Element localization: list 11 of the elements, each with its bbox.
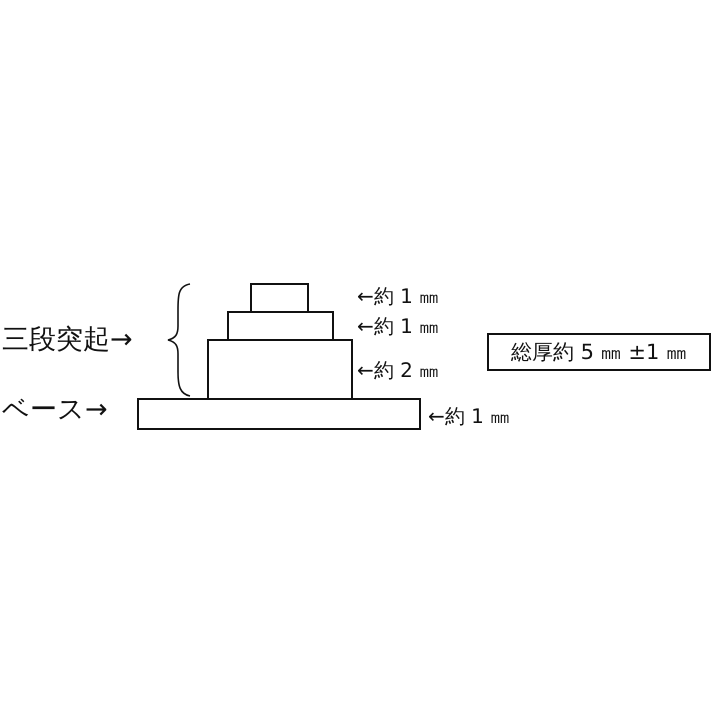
total-thickness-box: 総厚約 5 ㎜ ±1 ㎜ [487, 333, 711, 371]
lower-step-box [207, 339, 353, 400]
part-label: 三段突起→ [2, 326, 133, 353]
dimension-label: ←約 2 ㎜ [357, 360, 440, 380]
middle-step-box [227, 311, 334, 341]
top-step-box [250, 283, 309, 313]
part-label: ベース→ [2, 396, 108, 423]
dimension-label: ←約 1 ㎜ [428, 406, 510, 426]
dimension-label: ←約 1 ㎜ [357, 286, 440, 306]
dimension-label: ←約 1 ㎜ [357, 316, 440, 336]
base-box [137, 398, 421, 430]
